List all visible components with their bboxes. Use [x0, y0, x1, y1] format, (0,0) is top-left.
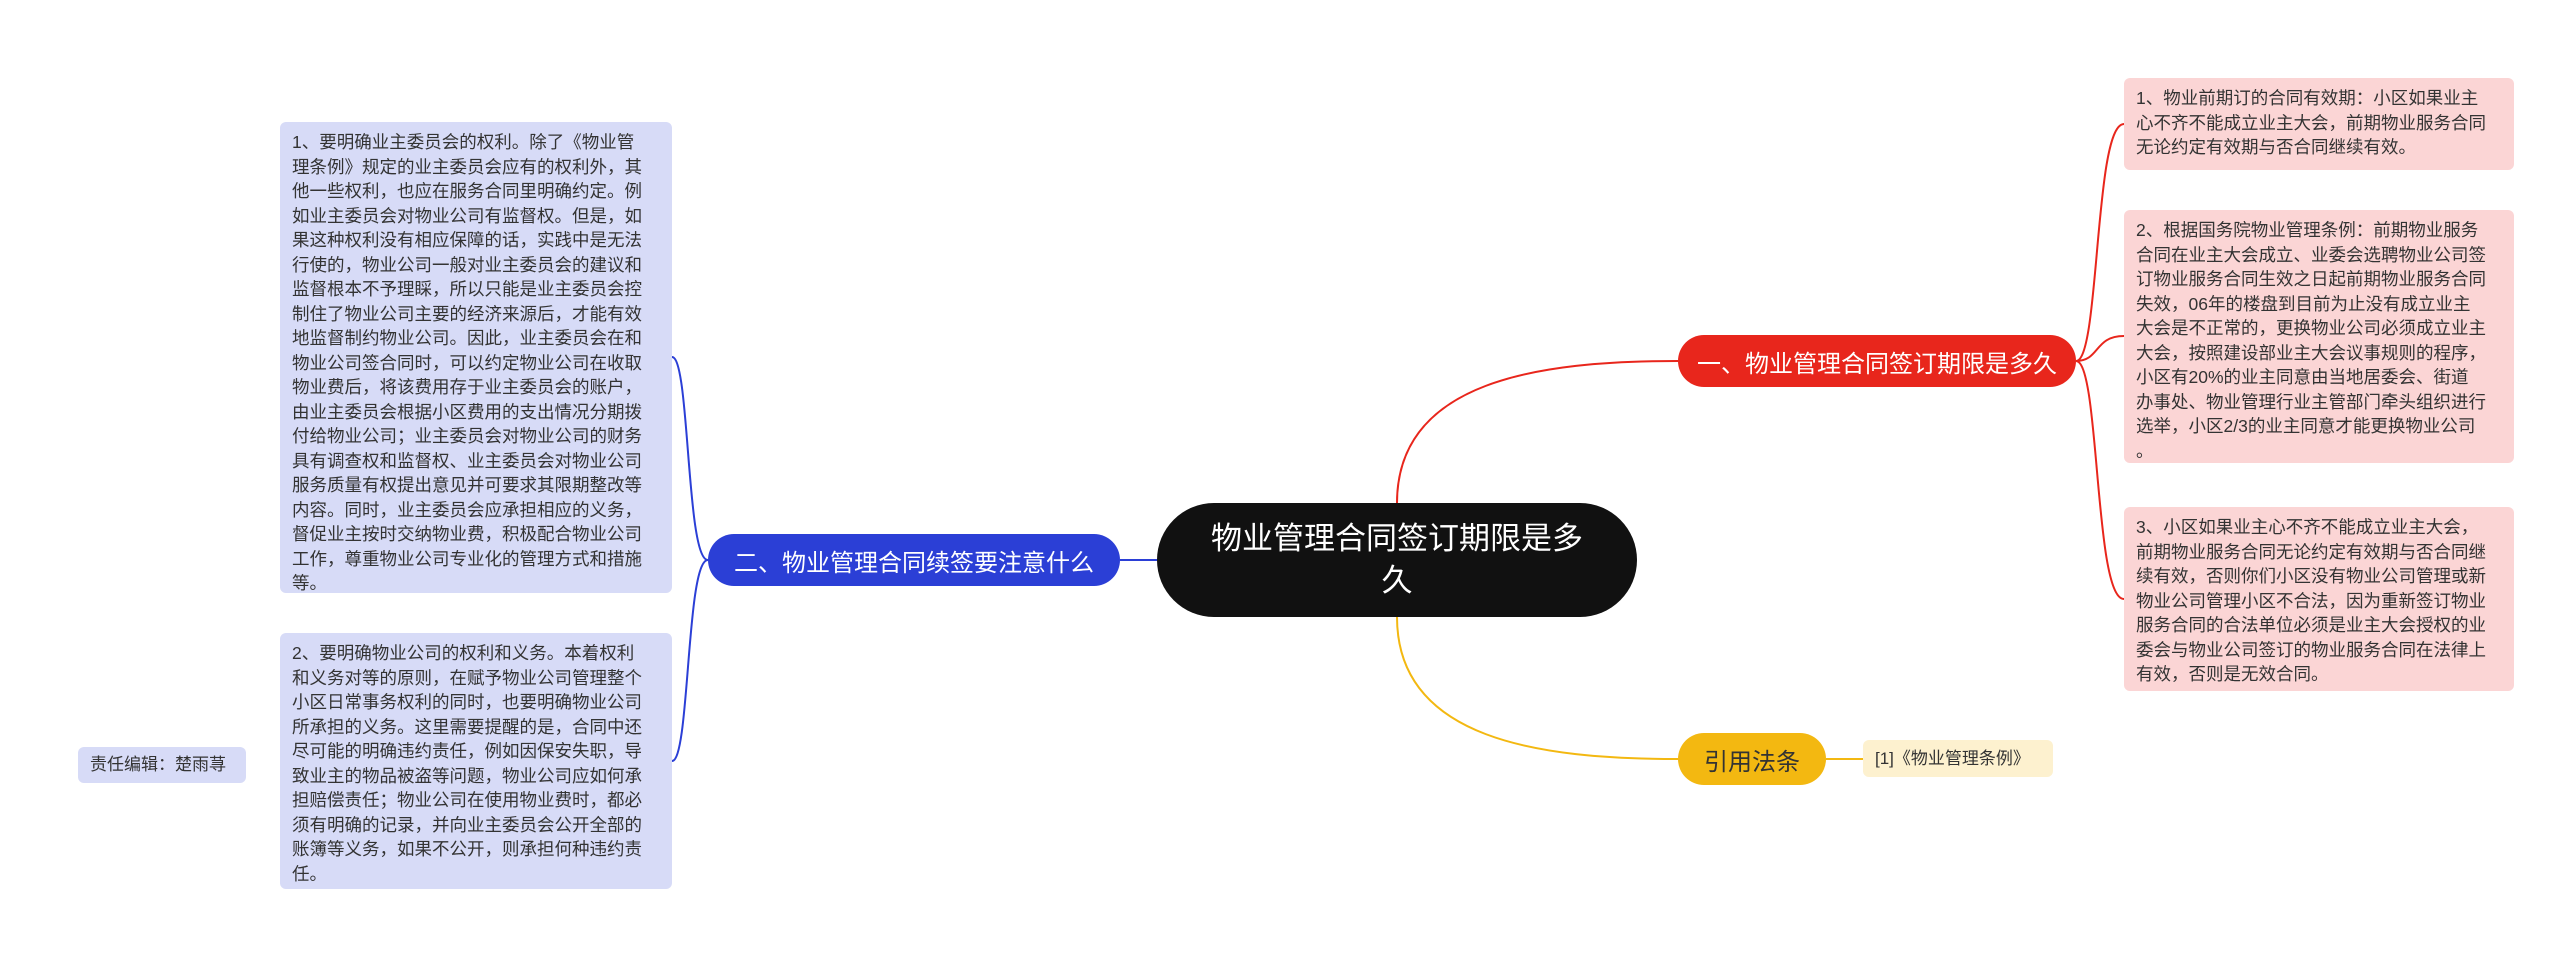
- branch-renewal-notes[interactable]: 二、物业管理合同续签要注意什么: [708, 534, 1120, 586]
- branch-label: 一、物业管理合同签订期限是多久: [1697, 350, 2057, 378]
- link-branch1-leaf3: [2075, 360, 2125, 600]
- branch-citations[interactable]: 引用法条: [1678, 733, 1826, 785]
- link-branch1-leaf2: [2075, 335, 2125, 362]
- link-branch1-leaf1: [2075, 123, 2125, 362]
- leaf-renewal-point-1[interactable]: 1、要明确业主委员会的权利。除了《物业管 理条例》规定的业主委员会应有的权利外，…: [280, 122, 672, 593]
- root-title: 物业管理合同签订期限是多久: [1211, 521, 1583, 598]
- link-root-branch1: [1396, 360, 1679, 504]
- leaf-term-point-2[interactable]: 2、根据国务院物业管理条例：前期物业服务 合同在业主大会成立、业委会选聘物业公司…: [2124, 210, 2514, 463]
- branch-contract-term[interactable]: 一、物业管理合同签订期限是多久: [1678, 335, 2076, 387]
- link-branch2-leaf2: [671, 559, 709, 762]
- branch-label: 二、物业管理合同续签要注意什么: [734, 549, 1094, 577]
- leaf-term-point-3[interactable]: 3、小区如果业主心不齐不能成立业主大会， 前期物业服务合同无论约定有效期与否合同…: [2124, 507, 2514, 691]
- root-topic[interactable]: 物业管理合同签订期限是多久: [1157, 503, 1637, 617]
- editor-credit: 责任编辑：楚雨荨: [78, 747, 246, 783]
- link-root-branch3: [1396, 616, 1679, 760]
- leaf-renewal-point-2[interactable]: 2、要明确物业公司的权利和义务。本着权利 和义务对等的原则，在赋予物业公司管理整…: [280, 633, 672, 889]
- link-branch2-leaf1: [671, 356, 709, 561]
- leaf-citation[interactable]: [1]《物业管理条例》: [1863, 740, 2053, 777]
- branch-label: 引用法条: [1704, 748, 1800, 776]
- leaf-term-point-1[interactable]: 1、物业前期订的合同有效期：小区如果业主 心不齐不能成立业主大会，前期物业服务合…: [2124, 78, 2514, 170]
